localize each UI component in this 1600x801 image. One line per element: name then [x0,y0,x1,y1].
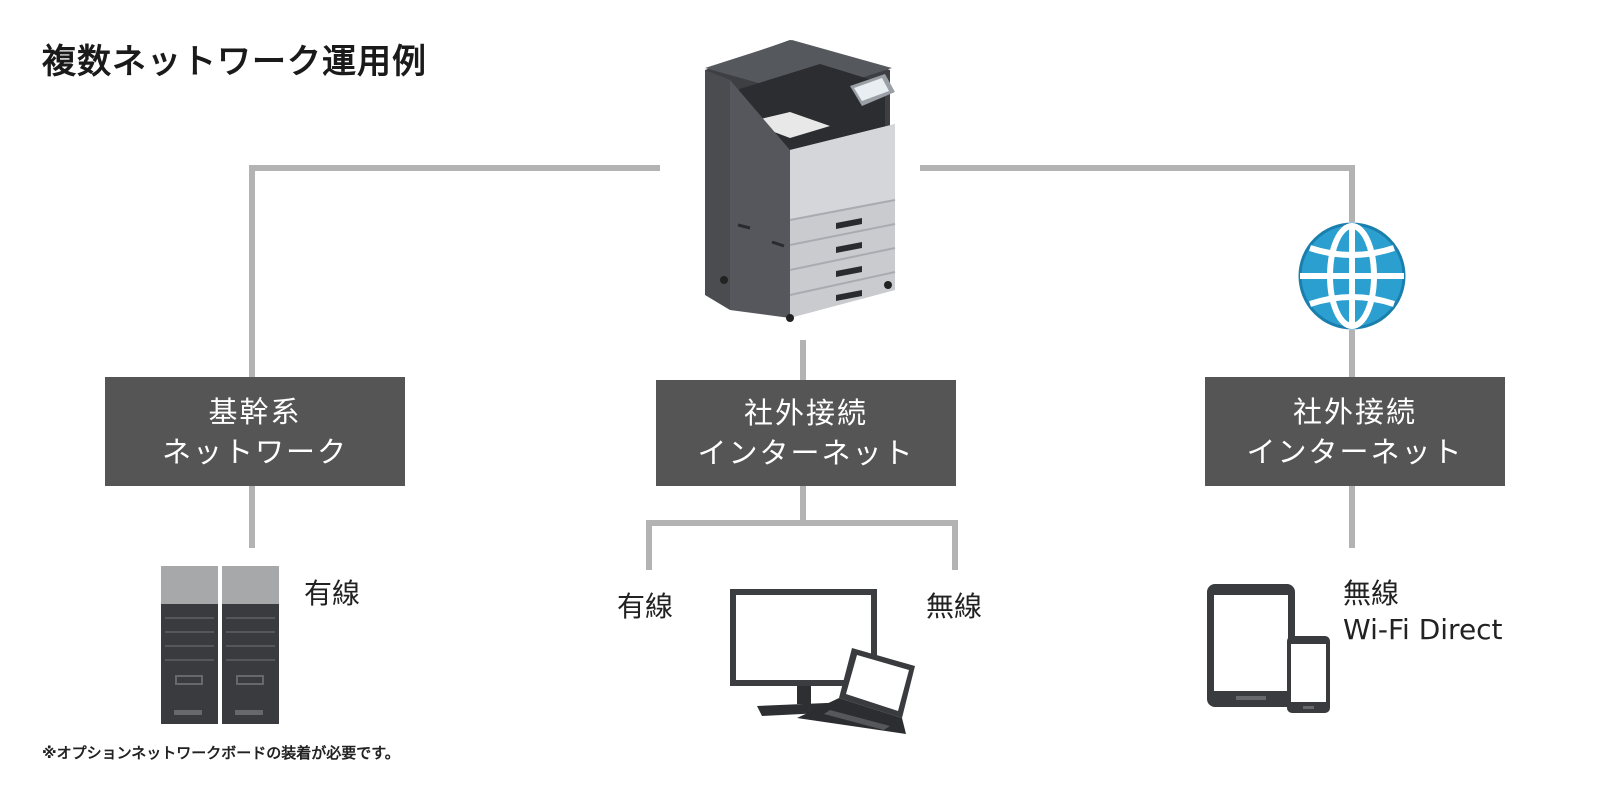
network-box-core: 基幹系 ネットワーク [105,377,405,486]
label-center-wireless: 無線 [926,590,983,623]
network-box-line2: ネットワーク [161,434,348,469]
server-tower-icon [161,566,279,724]
page-title: 複数ネットワーク運用例 [42,42,427,82]
network-box-line1: 社外接続 [743,396,868,430]
label-right-wireless: 無線 [1343,577,1400,610]
network-box-internet-center: 社外接続 インターネット [656,380,956,486]
network-box-line2: インターネット [1246,434,1464,469]
network-box-line1: 社外接続 [1292,394,1417,429]
mfp-printer-icon [705,40,896,322]
network-box-line2: インターネット [697,436,915,470]
smartphone-icon [1287,636,1330,713]
network-box-line1: 基幹系 [208,394,302,429]
globe-icon [1298,222,1406,330]
label-left-wired: 有線 [304,577,361,610]
laptop-icon [797,648,915,734]
label-center-wired: 有線 [617,590,674,623]
tablet-icon [1207,584,1295,707]
label-right-wifi-direct: Wi-Fi Direct [1343,613,1503,646]
footnote: ※オプションネットワークボードの装着が必要です。 [42,744,400,762]
connector-lines [249,165,1355,570]
network-box-internet-right: 社外接続 インターネット [1205,377,1505,486]
